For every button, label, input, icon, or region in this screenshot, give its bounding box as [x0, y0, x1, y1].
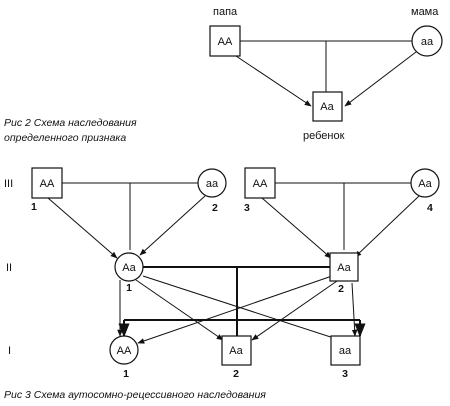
arrow-gen3-4-to-gen2-2 — [354, 195, 420, 258]
generation-label-I: I — [8, 345, 11, 357]
mother-genotype: aa — [421, 36, 434, 48]
mother-label: мама — [411, 6, 439, 18]
gen2-individual-2-genotype: Aa — [337, 262, 351, 274]
father-label: папа — [213, 6, 238, 18]
gen3-individual-4-genotype: Aa — [418, 178, 432, 190]
figure-3: III II I AA 1 aa 2 AA 3 — [4, 167, 440, 401]
gen1-individual-1-genotype: AA — [117, 345, 132, 357]
gen3-individual-4-number: 4 — [427, 202, 433, 214]
gen3-individual-2-number: 2 — [212, 202, 218, 214]
gen2-individual-2-square — [329, 252, 359, 282]
gen1-individual-3-genotype: aa — [339, 345, 352, 357]
gen3-individual-2-genotype: aa — [206, 178, 219, 190]
gen1-individual-2-genotype: Aa — [229, 345, 243, 357]
arrow-gen2-2-to-gen1-1 — [137, 275, 333, 344]
gen2-individual-1-circle — [114, 252, 144, 282]
arrow-gen3-2-to-gen2-1 — [139, 195, 206, 256]
figure-2: папа мама AA aa Aa ребенок Рис 2 Схема н… — [4, 6, 443, 144]
arrow-gen2-1-to-gen1-2 — [135, 279, 224, 341]
child-label: ребенок — [303, 130, 345, 142]
mother-circle — [411, 25, 443, 57]
fig2-mother-arrow — [344, 51, 417, 107]
figure2-caption-line2: определенного признака — [4, 132, 126, 144]
father-genotype: AA — [218, 36, 233, 48]
generation-label-III: III — [4, 178, 13, 190]
gen2-individual-1-number: 1 — [126, 282, 132, 294]
gen3-individual-1-square — [31, 167, 63, 199]
gen1-individual-1-number: 1 — [123, 368, 129, 380]
gen2-individual-1-genotype: Aa — [122, 262, 136, 274]
gen1-individual-1-circle — [109, 335, 139, 365]
gen3-individual-4-circle — [410, 168, 440, 198]
gen3-individual-3-genotype: AA — [253, 178, 268, 190]
gen1-individual-3-number: 3 — [342, 368, 348, 380]
gen1-individual-2-number: 2 — [233, 368, 239, 380]
gen3-individual-3-number: 3 — [244, 202, 250, 214]
generation-label-II: II — [6, 262, 12, 274]
gen3-individual-3-square — [244, 167, 276, 199]
gen3-individual-1-genotype: AA — [40, 178, 55, 190]
arrow-gen3-3-to-gen2-2 — [261, 197, 332, 259]
arrow-gen3-1-to-gen2-1 — [47, 197, 118, 259]
gen3-individual-2-circle — [197, 168, 227, 198]
child-genotype: Aa — [320, 101, 334, 113]
arrow-gen2-2-to-gen1-3 — [351, 282, 358, 337]
child-square — [312, 91, 343, 122]
fig2-father-arrow — [235, 55, 312, 107]
figure2-caption-line1: Рис 2 Схема наследования — [4, 117, 137, 129]
arrow-gen2-2-to-gen1-2 — [251, 280, 338, 341]
gen1-individual-2-square — [221, 335, 252, 366]
arrow-gen2-1-to-gen1-3 — [142, 275, 347, 343]
gen2-individual-2-number: 2 — [338, 283, 344, 295]
gen1-individual-3-square — [330, 335, 361, 366]
father-square — [209, 25, 241, 57]
gen3-individual-1-number: 1 — [31, 201, 37, 213]
figure3-caption: Рис 3 Схема аутосомно-рецессивного насле… — [4, 389, 266, 401]
